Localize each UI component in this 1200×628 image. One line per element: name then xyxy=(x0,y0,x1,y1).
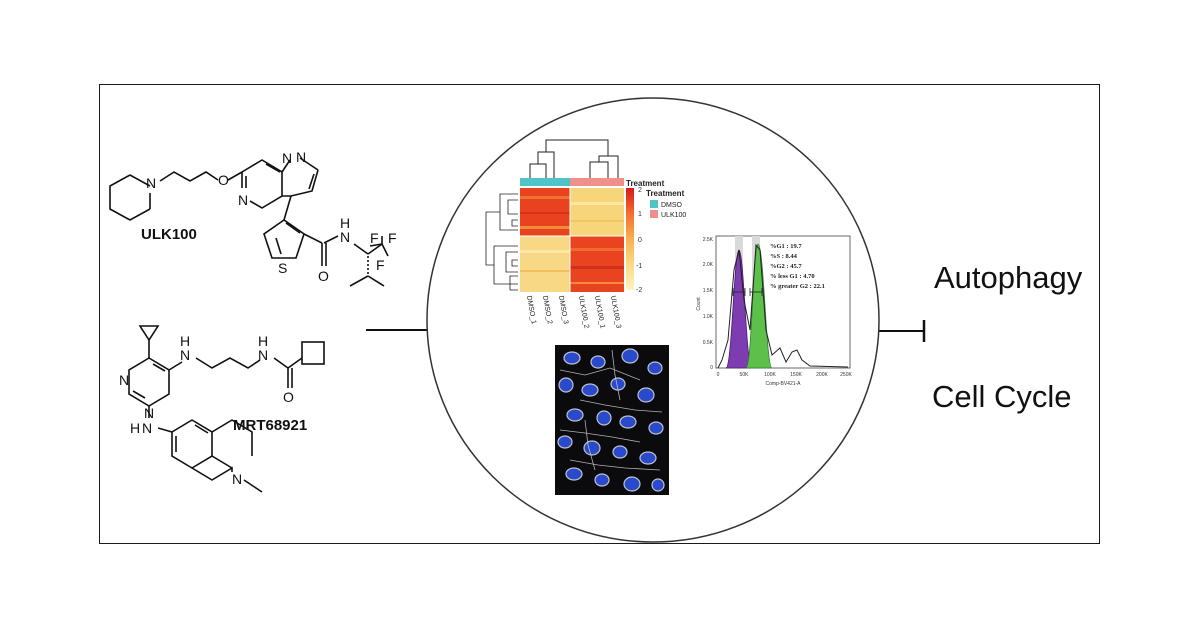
g2-peak xyxy=(745,243,773,369)
svg-text:250K: 250K xyxy=(840,372,852,378)
color-scale-bar xyxy=(626,188,634,290)
svg-text:%S : 8.44: %S : 8.44 xyxy=(770,253,798,260)
atom-n-pyrazole-1: N xyxy=(282,150,292,166)
ulk100-structure xyxy=(109,157,389,287)
sample-label: DMSO_1 xyxy=(525,295,537,325)
atom-h-aniline: H xyxy=(130,420,140,436)
legend-swatch-ulk100 xyxy=(650,210,658,218)
atom-h-chain-2: H xyxy=(258,333,268,349)
svg-text:0.5K: 0.5K xyxy=(703,340,714,346)
atom-f-1: F xyxy=(370,230,379,246)
svg-text:% less G1 : 4.70: % less G1 : 4.70 xyxy=(770,273,815,280)
atom-f-3: F xyxy=(376,257,385,273)
annotation-dmso xyxy=(520,178,570,186)
svg-text:2.5K: 2.5K xyxy=(703,237,714,243)
svg-text:0: 0 xyxy=(710,365,713,371)
sample-label: DMSO_3 xyxy=(557,295,569,325)
svg-text:200K: 200K xyxy=(816,372,828,378)
sample-label: DMSO_2 xyxy=(541,295,553,325)
color-scale-ticks: 2 1 0 -1 -2 xyxy=(636,187,642,294)
column-dendrogram xyxy=(529,139,619,178)
legend-label-dmso: DMSO xyxy=(661,202,683,209)
flow-x-ticks: 0 50K 100K 150K 200K 250K xyxy=(717,372,853,378)
svg-text:1.5K: 1.5K xyxy=(703,288,714,294)
row-dendrogram xyxy=(485,193,518,291)
microscopy-image xyxy=(555,345,669,495)
atom-s-thiophene: S xyxy=(278,260,287,276)
annotation-ulk100 xyxy=(570,178,624,186)
svg-text:%G1 : 19.7: %G1 : 19.7 xyxy=(770,243,802,250)
svg-text:150K: 150K xyxy=(790,372,802,378)
outcome-autophagy: Autophagy xyxy=(934,260,1083,295)
legend-swatch-dmso xyxy=(650,200,658,208)
atom-h-amide: H xyxy=(340,215,350,231)
svg-text:1: 1 xyxy=(638,211,642,218)
figure-frame xyxy=(99,84,1100,544)
histogram-trace xyxy=(717,243,849,369)
svg-text:%G2 : 45.7: %G2 : 45.7 xyxy=(770,263,802,270)
flow-y-ticks: 0 0.5K 1.0K 1.5K 2.0K 2.5K xyxy=(703,237,714,371)
svg-text:2.0K: 2.0K xyxy=(703,262,714,268)
legend-title: Treatment xyxy=(646,189,685,198)
svg-text:1.0K: 1.0K xyxy=(703,314,714,320)
atom-f-2: F xyxy=(388,230,397,246)
atom-n-pyrimidine-2: N xyxy=(144,405,154,421)
svg-text:2: 2 xyxy=(638,187,642,194)
atom-n-aniline: N xyxy=(142,420,152,436)
flow-histogram-panel: %G1 : 19.7 %S : 8.44 %G2 : 45.7 % less G… xyxy=(696,235,853,387)
ulk100-label: ULK100 xyxy=(141,226,197,243)
annotation-label: Treatment xyxy=(626,179,665,188)
svg-text:-1: -1 xyxy=(636,263,642,270)
heatmap-panel: Treatment xyxy=(485,139,686,329)
mrt68921-label: MRT68921 xyxy=(233,417,308,434)
svg-text:50K: 50K xyxy=(740,372,750,378)
atom-h-chain-1: H xyxy=(180,333,190,349)
svg-text:0: 0 xyxy=(638,237,642,244)
atom-o-amide: O xyxy=(283,389,294,405)
heatmap-cells xyxy=(520,188,624,292)
mrt68921-structure xyxy=(128,325,325,493)
atom-n-thq: N xyxy=(232,471,242,487)
atom-n-amide: N xyxy=(340,229,350,245)
svg-text:100K: 100K xyxy=(764,372,776,378)
atom-n-pyrimidine-1: N xyxy=(119,372,129,388)
atom-n-chain-1: N xyxy=(180,347,190,363)
flow-xlabel: Comp-BV421-A xyxy=(765,381,801,387)
atom-o-amide: O xyxy=(318,268,329,284)
atom-n-piperidine: N xyxy=(146,175,156,191)
outcome-cell-cycle: Cell Cycle xyxy=(932,379,1072,414)
atom-n-pyrazole-2: N xyxy=(296,149,306,165)
svg-text:% greater G2 : 22.1: % greater G2 : 22.1 xyxy=(770,283,825,290)
svg-text:0: 0 xyxy=(717,372,720,378)
atom-n-pyrimidine: N xyxy=(238,192,248,208)
ulk100-atom-labels: N O N N N S O N H F F F xyxy=(146,149,397,284)
flow-ylabel: Count xyxy=(696,297,702,311)
svg-text:-2: -2 xyxy=(636,287,642,294)
legend-label-ulk100: ULK100 xyxy=(661,212,686,219)
flow-stats: %G1 : 19.7 %S : 8.44 %G2 : 45.7 % less G… xyxy=(770,243,825,290)
atom-o-ether: O xyxy=(218,172,229,188)
atom-n-chain-2: N xyxy=(258,347,268,363)
mrt68921-atom-labels: N H N H O N N N H N xyxy=(119,333,294,487)
